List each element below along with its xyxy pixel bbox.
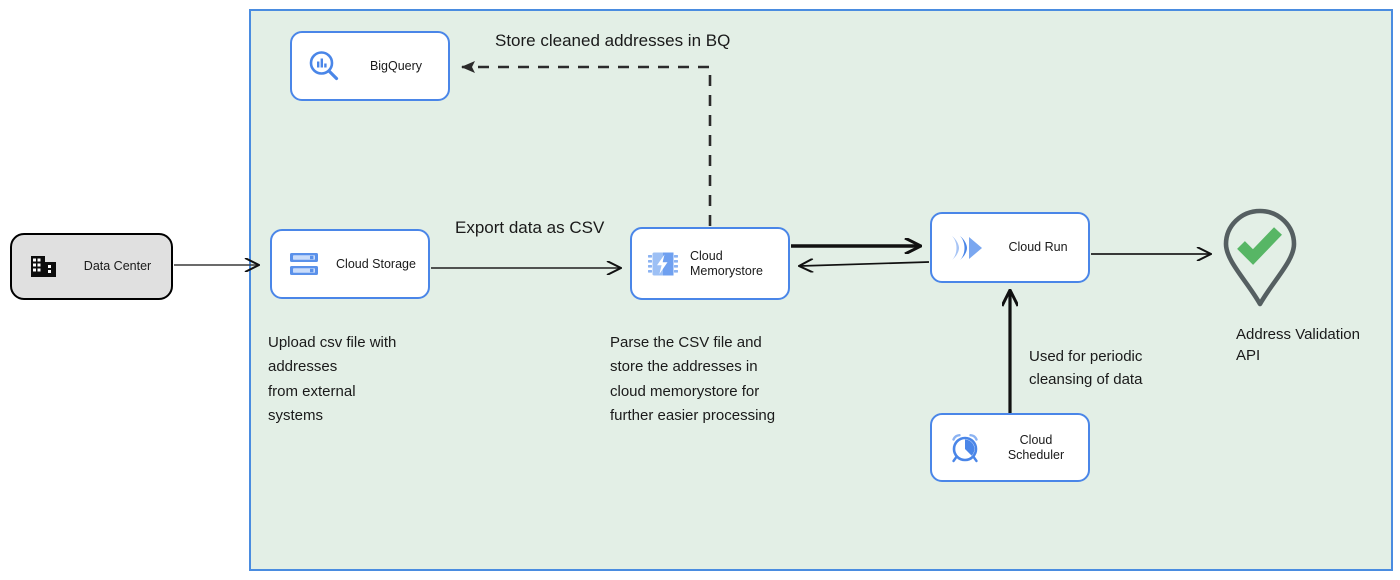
node-label-cloud-run: Cloud Run <box>1008 240 1068 255</box>
node-cloud-storage[interactable]: Cloud Storage <box>270 229 430 299</box>
node-cloud-scheduler[interactable]: Cloud Scheduler <box>930 413 1090 482</box>
annotation-upload-csv: Upload csv file with addresses from exte… <box>268 334 397 424</box>
node-data-center[interactable]: Data Center <box>10 233 173 300</box>
edge-label-export-csv: Export data as CSV <box>455 218 605 237</box>
node-cloud-run[interactable]: Cloud Run <box>930 212 1090 283</box>
cloud-run-icon <box>940 232 994 264</box>
building-icon <box>18 252 70 282</box>
node-label-bigquery: BigQuery <box>369 58 423 73</box>
node-label-cloud-scheduler: Cloud Scheduler <box>1007 432 1065 462</box>
node-label-data-center: Data Center <box>83 259 152 274</box>
gcp-boundary-panel <box>249 9 1393 571</box>
bigquery-icon <box>298 49 350 83</box>
cloud-storage-icon <box>278 248 330 280</box>
edge-label-store-in-bq: Store cleaned addresses in BQ <box>495 31 731 50</box>
node-cloud-memorystore[interactable]: Cloud Memorystore <box>630 227 790 300</box>
node-bigquery[interactable]: BigQuery <box>290 31 450 101</box>
map-pin-check-icon <box>1220 207 1300 309</box>
label-address-validation-api: Address Validation API <box>1236 326 1360 365</box>
alarm-clock-icon <box>940 432 990 464</box>
node-label-cloud-memorystore: Cloud Memorystore <box>690 248 763 278</box>
annotation-parse-csv: Parse the CSV file and store the address… <box>610 334 776 424</box>
memorystore-chip-icon <box>638 248 688 280</box>
annotation-periodic-cleansing: Used for periodic cleansing of data <box>1029 348 1143 388</box>
node-label-cloud-storage: Cloud Storage <box>336 256 416 271</box>
